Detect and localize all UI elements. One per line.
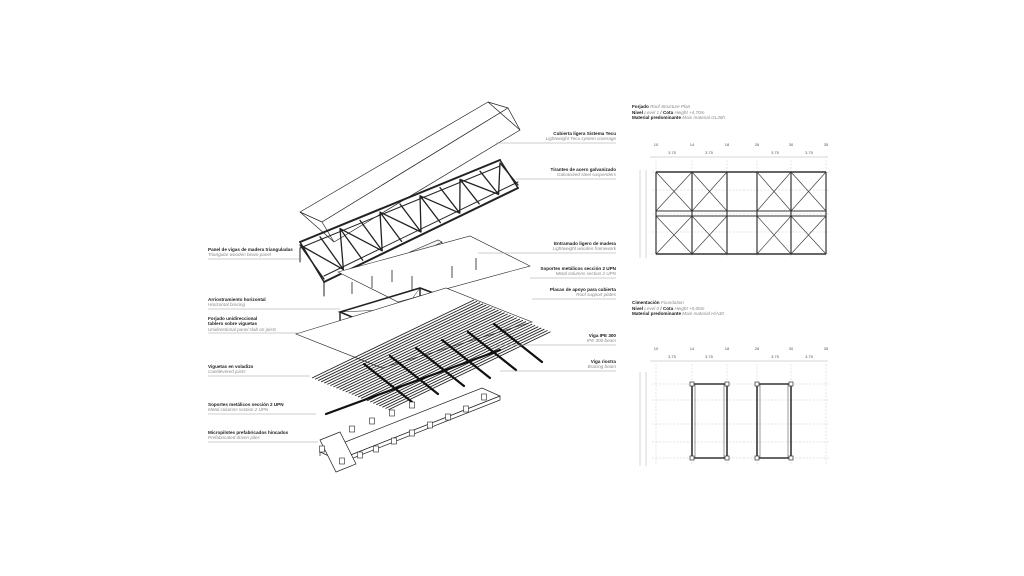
plan2-dimension: 3.75 bbox=[771, 354, 780, 359]
plan1-axis-label: 14 bbox=[690, 142, 695, 147]
label-horizontal-bracing: Arriostramiento horizontal Horizontal br… bbox=[208, 297, 266, 308]
truss-panel bbox=[299, 159, 519, 297]
roof-structure-plan: 10 14 18 26 30 35 3.75 3.75 3.75 3.75 bbox=[639, 142, 830, 258]
plan2-dimension: 3.75 bbox=[705, 354, 714, 359]
plan2-header: Cimentación Foundation Nivel Level 0 / C… bbox=[632, 300, 724, 317]
label-metal-columns-lower: Soportes metálicos sección 2 UPN Metal c… bbox=[208, 402, 284, 413]
label-metal-columns-upper: Soportes metálicos sección 2 UPN Metal c… bbox=[540, 266, 616, 277]
plan2-axis-label: 14 bbox=[690, 346, 695, 351]
plan2-dimension: 3.75 bbox=[805, 354, 814, 359]
foundation-plan: 10 14 18 26 30 35 3.75 3.75 3.75 3.75 bbox=[639, 346, 830, 466]
slab-panel bbox=[295, 287, 533, 369]
plan1-header: Forjado Roof Structure Plan Nivel Level … bbox=[632, 104, 725, 121]
roof-cover bbox=[299, 101, 521, 243]
plan1-axis-label: 35 bbox=[824, 142, 829, 147]
plan2-axis-label: 10 bbox=[654, 346, 659, 351]
label-tecu-roof: Cubierta ligera Sistema Tecu Lightweight… bbox=[545, 131, 616, 142]
plan2-axis-label: 26 bbox=[755, 346, 760, 351]
plan1-axis-labels: 10 14 18 26 30 35 3.75 3.75 3.75 3.75 bbox=[654, 142, 829, 155]
plan2-axis-labels: 10 14 18 26 30 35 3.75 3.75 3.75 3.75 bbox=[654, 346, 829, 359]
plan2-axis-label: 30 bbox=[789, 346, 794, 351]
label-driven-piles: Micropilotes prefabricados hincados Pref… bbox=[208, 430, 289, 441]
plan2-axis-label: 35 bbox=[824, 346, 829, 351]
label-unidirectional-slab: Forjado unidireccional tablero sobre vig… bbox=[208, 316, 277, 332]
label-ipe-beam: Viga IPE 300 IPE 300 beam bbox=[586, 333, 616, 344]
plan2-axis-label: 18 bbox=[725, 346, 730, 351]
label-bracing-beam: Viga riostra Bracing beam bbox=[587, 359, 616, 370]
plan1-axis-label: 18 bbox=[725, 142, 730, 147]
plan1-axis-label: 26 bbox=[755, 142, 760, 147]
label-wooden-framework: Entramado ligero de madera Lightweight w… bbox=[552, 241, 616, 252]
driven-piles bbox=[319, 393, 487, 465]
plan1-dimension: 3.75 bbox=[668, 150, 677, 155]
plan1-dimension: 3.75 bbox=[705, 150, 714, 155]
leader-lines bbox=[208, 142, 616, 443]
framework-platform bbox=[337, 235, 531, 303]
label-triangular-beam-panel: Panel de vigas de madera trianguladas Tr… bbox=[208, 247, 293, 258]
label-steel-suspenders: Tirantes de acero galvanizado Galvanized… bbox=[550, 167, 616, 178]
label-roof-support-plates: Placas de apoyo para cubierta Roof suppo… bbox=[549, 287, 616, 298]
plan2-dimension: 3.75 bbox=[668, 354, 677, 359]
plan1-axis-label: 30 bbox=[789, 142, 794, 147]
plan1-axis-label: 10 bbox=[654, 142, 659, 147]
plan1-dimension: 3.75 bbox=[805, 150, 814, 155]
plan1-dimension: 3.75 bbox=[771, 150, 780, 155]
steel-beams bbox=[324, 322, 544, 416]
label-cantilevered-joists: Viguetas en voladizo Cantilevered joists bbox=[208, 364, 254, 375]
